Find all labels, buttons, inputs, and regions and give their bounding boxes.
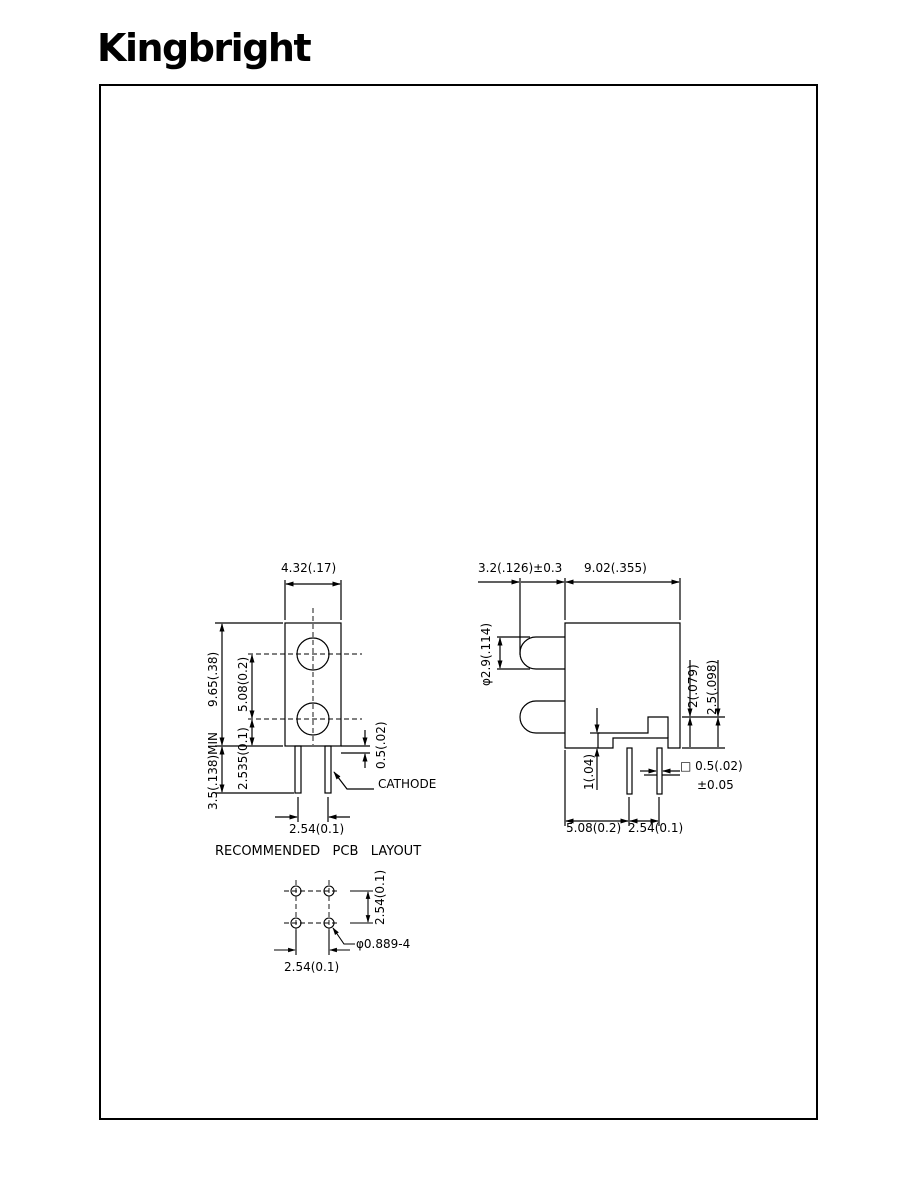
front-view	[215, 580, 374, 822]
front-pitch-dim: 5.08(0.2)	[236, 657, 250, 712]
pcb-vertical-pitch-dim: 2.54(0.1)	[373, 870, 387, 925]
pcb-hole-2	[323, 885, 335, 897]
side-lead-spacing-dim: 2.54(0.1)	[628, 821, 683, 835]
pcb-center-lines	[284, 880, 340, 935]
front-width-dim: 4.32(.17)	[281, 561, 336, 575]
pcb-hole-spec: φ0.889-4	[356, 937, 410, 951]
side-dim-2: 2(.079)	[686, 664, 700, 708]
front-lead-offset-dim: 2.535(0.1)	[236, 727, 250, 790]
side-view	[478, 578, 725, 826]
side-body-length-dim: 9.02(.355)	[584, 561, 647, 575]
front-body-outline	[284, 622, 342, 747]
side-lead-right	[656, 747, 663, 795]
drawing-frame	[99, 84, 818, 1120]
lens-center-lines	[248, 608, 362, 745]
side-lens-diameter-dim: φ2.9(.114)	[479, 623, 493, 686]
side-lens-protrusion-dim: 3.2(.126)±0.3	[478, 561, 562, 575]
front-height-dim: 9.65(.38)	[206, 652, 220, 707]
side-dim-1: 1(.04)	[582, 754, 596, 790]
side-lead-square-tol: ±0.05	[697, 778, 734, 792]
side-lead-position-dim: 5.08(0.2)	[566, 821, 621, 835]
pcb-hole-4	[323, 917, 335, 929]
cathode-label: CATHODE	[378, 777, 436, 791]
side-body-outline	[564, 622, 681, 749]
side-lead-left	[626, 747, 633, 795]
pcb-hole-3	[290, 917, 302, 929]
front-lead-thickness-dim: 0.5(.02)	[374, 721, 388, 769]
side-lead-square-dim: □ 0.5(.02)	[680, 759, 743, 773]
front-lead-spacing-dim: 2.54(0.1)	[289, 822, 344, 836]
pcb-layout	[274, 880, 373, 955]
front-lead-length-dim: 3.5(.138)MIN	[206, 732, 220, 810]
kingbright-logo: Kingbright	[97, 26, 312, 70]
side-dim-2-5: 2.5(.098)	[705, 660, 719, 715]
front-lead-left	[294, 745, 302, 794]
pcb-horizontal-pitch-dim: 2.54(0.1)	[284, 960, 339, 974]
side-lower-lens	[519, 700, 565, 734]
front-lead-right	[324, 745, 332, 794]
pcb-hole-1	[290, 885, 302, 897]
side-upper-lens	[519, 636, 565, 670]
pcb-layout-title: RECOMMENDED PCB LAYOUT	[215, 844, 421, 859]
